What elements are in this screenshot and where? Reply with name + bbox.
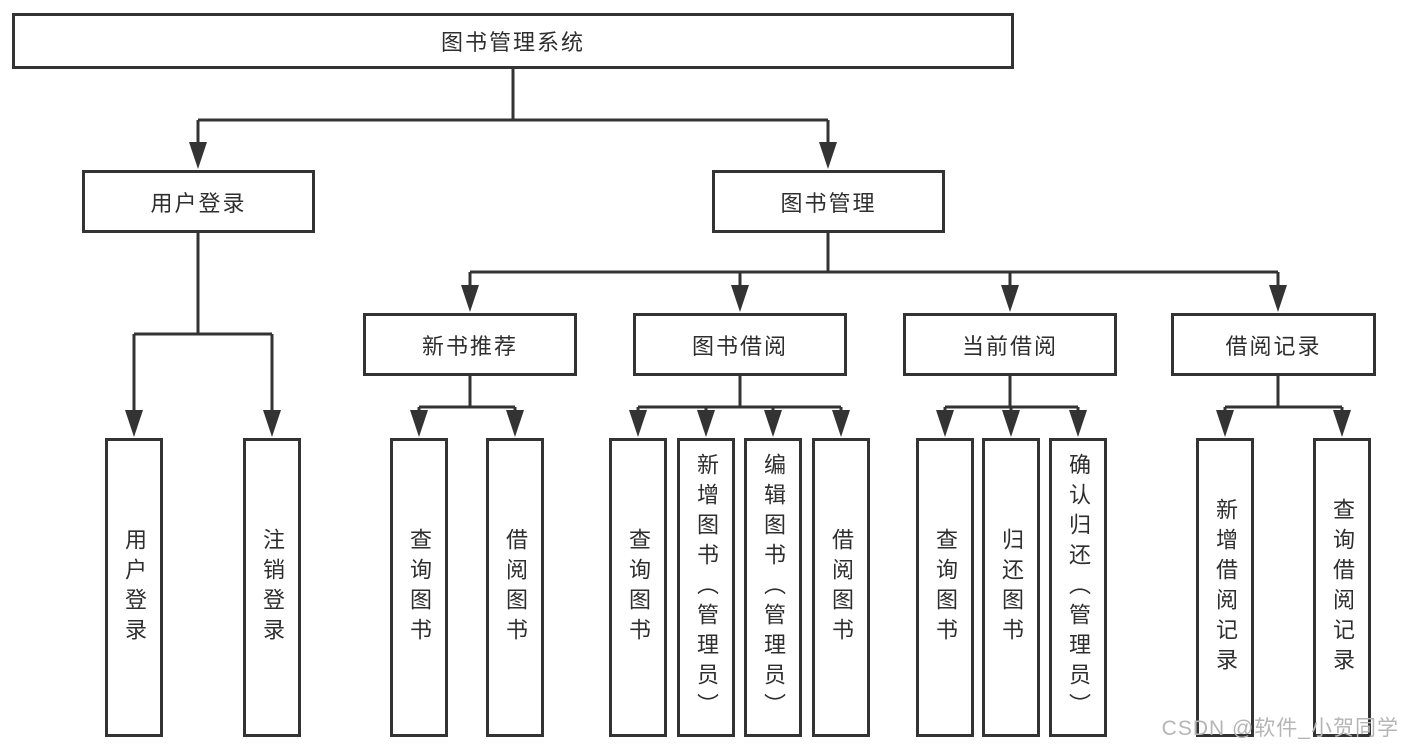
node-root-label: 图书管理系统: [440, 30, 585, 55]
leaf-current-borrow-2-label: 确认归还（管理员）: [1066, 452, 1091, 723]
leaf-user-login-1-label: 注销登录: [260, 527, 285, 648]
node-borrow-records-label: 借阅记录: [1225, 333, 1322, 359]
leaf-current-borrow-1-label: 归还图书: [999, 527, 1024, 648]
leaf-book-borrow-0-label: 查询图书: [626, 527, 651, 648]
leaf-new-books-1: 借阅图书: [486, 438, 544, 737]
leaf-book-borrow-0: 查询图书: [609, 438, 667, 737]
leaf-new-books-0: 查询图书: [390, 438, 448, 737]
node-book-borrow: 图书借阅: [633, 313, 847, 376]
leaf-current-borrow-1: 归还图书: [982, 438, 1040, 737]
leaf-book-borrow-1: 新增图书（管理员）: [677, 438, 735, 737]
leaf-user-login-0-label: 用户登录: [122, 527, 147, 648]
node-root: 图书管理系统: [12, 13, 1014, 69]
leaf-book-borrow-1-label: 新增图书（管理员）: [694, 452, 719, 723]
node-book-mgmt: 图书管理: [712, 170, 945, 233]
node-borrow-records: 借阅记录: [1171, 313, 1376, 376]
arrowheads: [125, 142, 1351, 437]
leaf-borrow-records-1-label: 查询借阅记录: [1330, 497, 1355, 678]
leaf-book-borrow-3: 借阅图书: [812, 438, 870, 737]
leaf-borrow-records-0-label: 新增借阅记录: [1213, 497, 1238, 678]
leaf-current-borrow-0: 查询图书: [916, 438, 974, 737]
leaf-user-login-1: 注销登录: [243, 438, 301, 737]
node-new-books: 新书推荐: [363, 313, 577, 376]
leaf-new-books-0-label: 查询图书: [407, 527, 432, 648]
node-book-mgmt-label: 图书管理: [780, 190, 877, 216]
leaf-current-borrow-0-label: 查询图书: [933, 527, 958, 648]
node-new-books-label: 新书推荐: [421, 333, 518, 359]
node-book-borrow-label: 图书借阅: [691, 333, 788, 359]
node-user-login-label: 用户登录: [150, 190, 247, 216]
leaf-book-borrow-3-label: 借阅图书: [829, 527, 854, 648]
leaf-user-login-0: 用户登录: [105, 438, 163, 737]
node-user-login: 用户登录: [82, 170, 315, 233]
leaf-new-books-1-label: 借阅图书: [503, 527, 528, 648]
node-current-borrow-label: 当前借阅: [961, 333, 1058, 359]
leaf-borrow-records-1: 查询借阅记录: [1313, 438, 1371, 737]
leaf-book-borrow-2: 编辑图书（管理员）: [744, 438, 802, 737]
leaf-borrow-records-0: 新增借阅记录: [1196, 438, 1254, 737]
leaf-current-borrow-2: 确认归还（管理员）: [1049, 438, 1107, 737]
node-current-borrow: 当前借阅: [903, 313, 1117, 376]
leaf-book-borrow-2-label: 编辑图书（管理员）: [761, 452, 786, 723]
csdn-watermark: CSDN @软件_小贺同学: [1161, 717, 1399, 740]
